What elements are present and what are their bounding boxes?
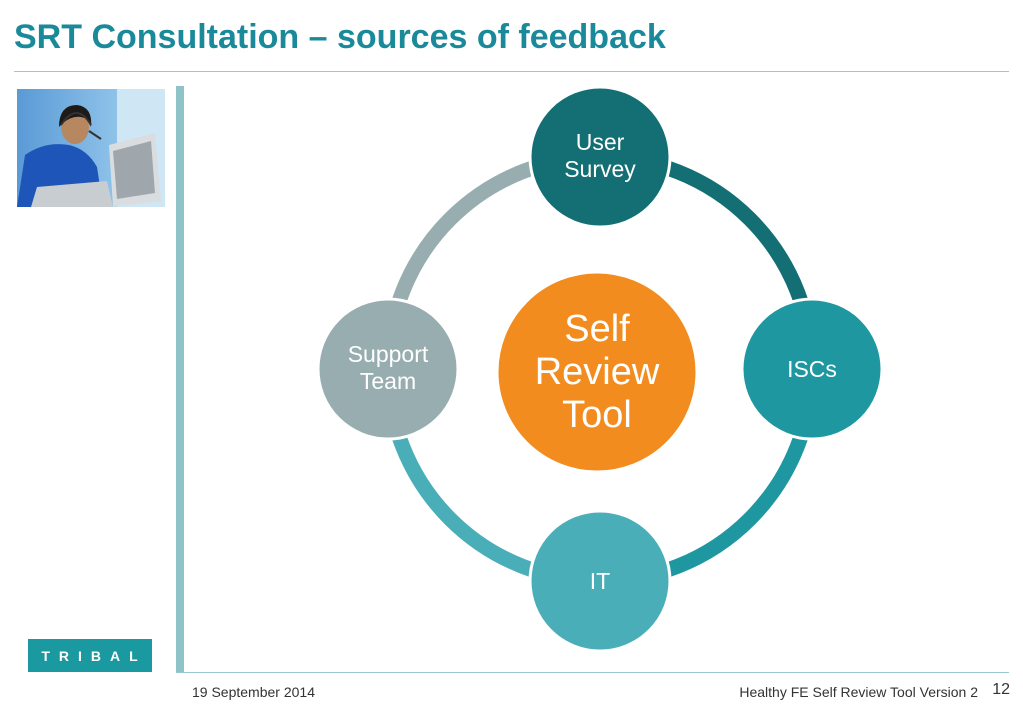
center-label-line2: Review xyxy=(535,351,660,393)
call-centre-agent-photo xyxy=(17,89,165,207)
slide-title: SRT Consultation – sources of feedback xyxy=(14,18,666,56)
node-support-team-line2: Team xyxy=(360,368,416,394)
node-user-survey: User Survey xyxy=(528,85,672,229)
node-it-label: IT xyxy=(590,568,610,594)
node-iscs: ISCs xyxy=(740,297,884,441)
page-number: 12 xyxy=(992,681,1010,698)
left-accent-bar xyxy=(176,86,184,672)
center-node-self-review-tool: Self Review Tool xyxy=(495,270,699,474)
node-iscs-label: ISCs xyxy=(787,356,837,382)
node-it: IT xyxy=(528,509,672,653)
footer-presentation-title: Healthy FE Self Review Tool Version 2 xyxy=(739,684,978,700)
center-label-line1: Self xyxy=(564,308,630,350)
node-support-team-line1: Support xyxy=(348,341,429,367)
footer-divider xyxy=(176,672,1009,673)
tribal-logo: TRIBAL xyxy=(28,639,152,672)
title-divider xyxy=(14,71,1009,72)
node-user-survey-line1: User xyxy=(576,129,625,155)
node-support-team: Support Team xyxy=(316,297,460,441)
center-label-line3: Tool xyxy=(562,394,632,436)
footer-date: 19 September 2014 xyxy=(192,684,315,700)
node-user-survey-line2: Survey xyxy=(564,156,636,182)
